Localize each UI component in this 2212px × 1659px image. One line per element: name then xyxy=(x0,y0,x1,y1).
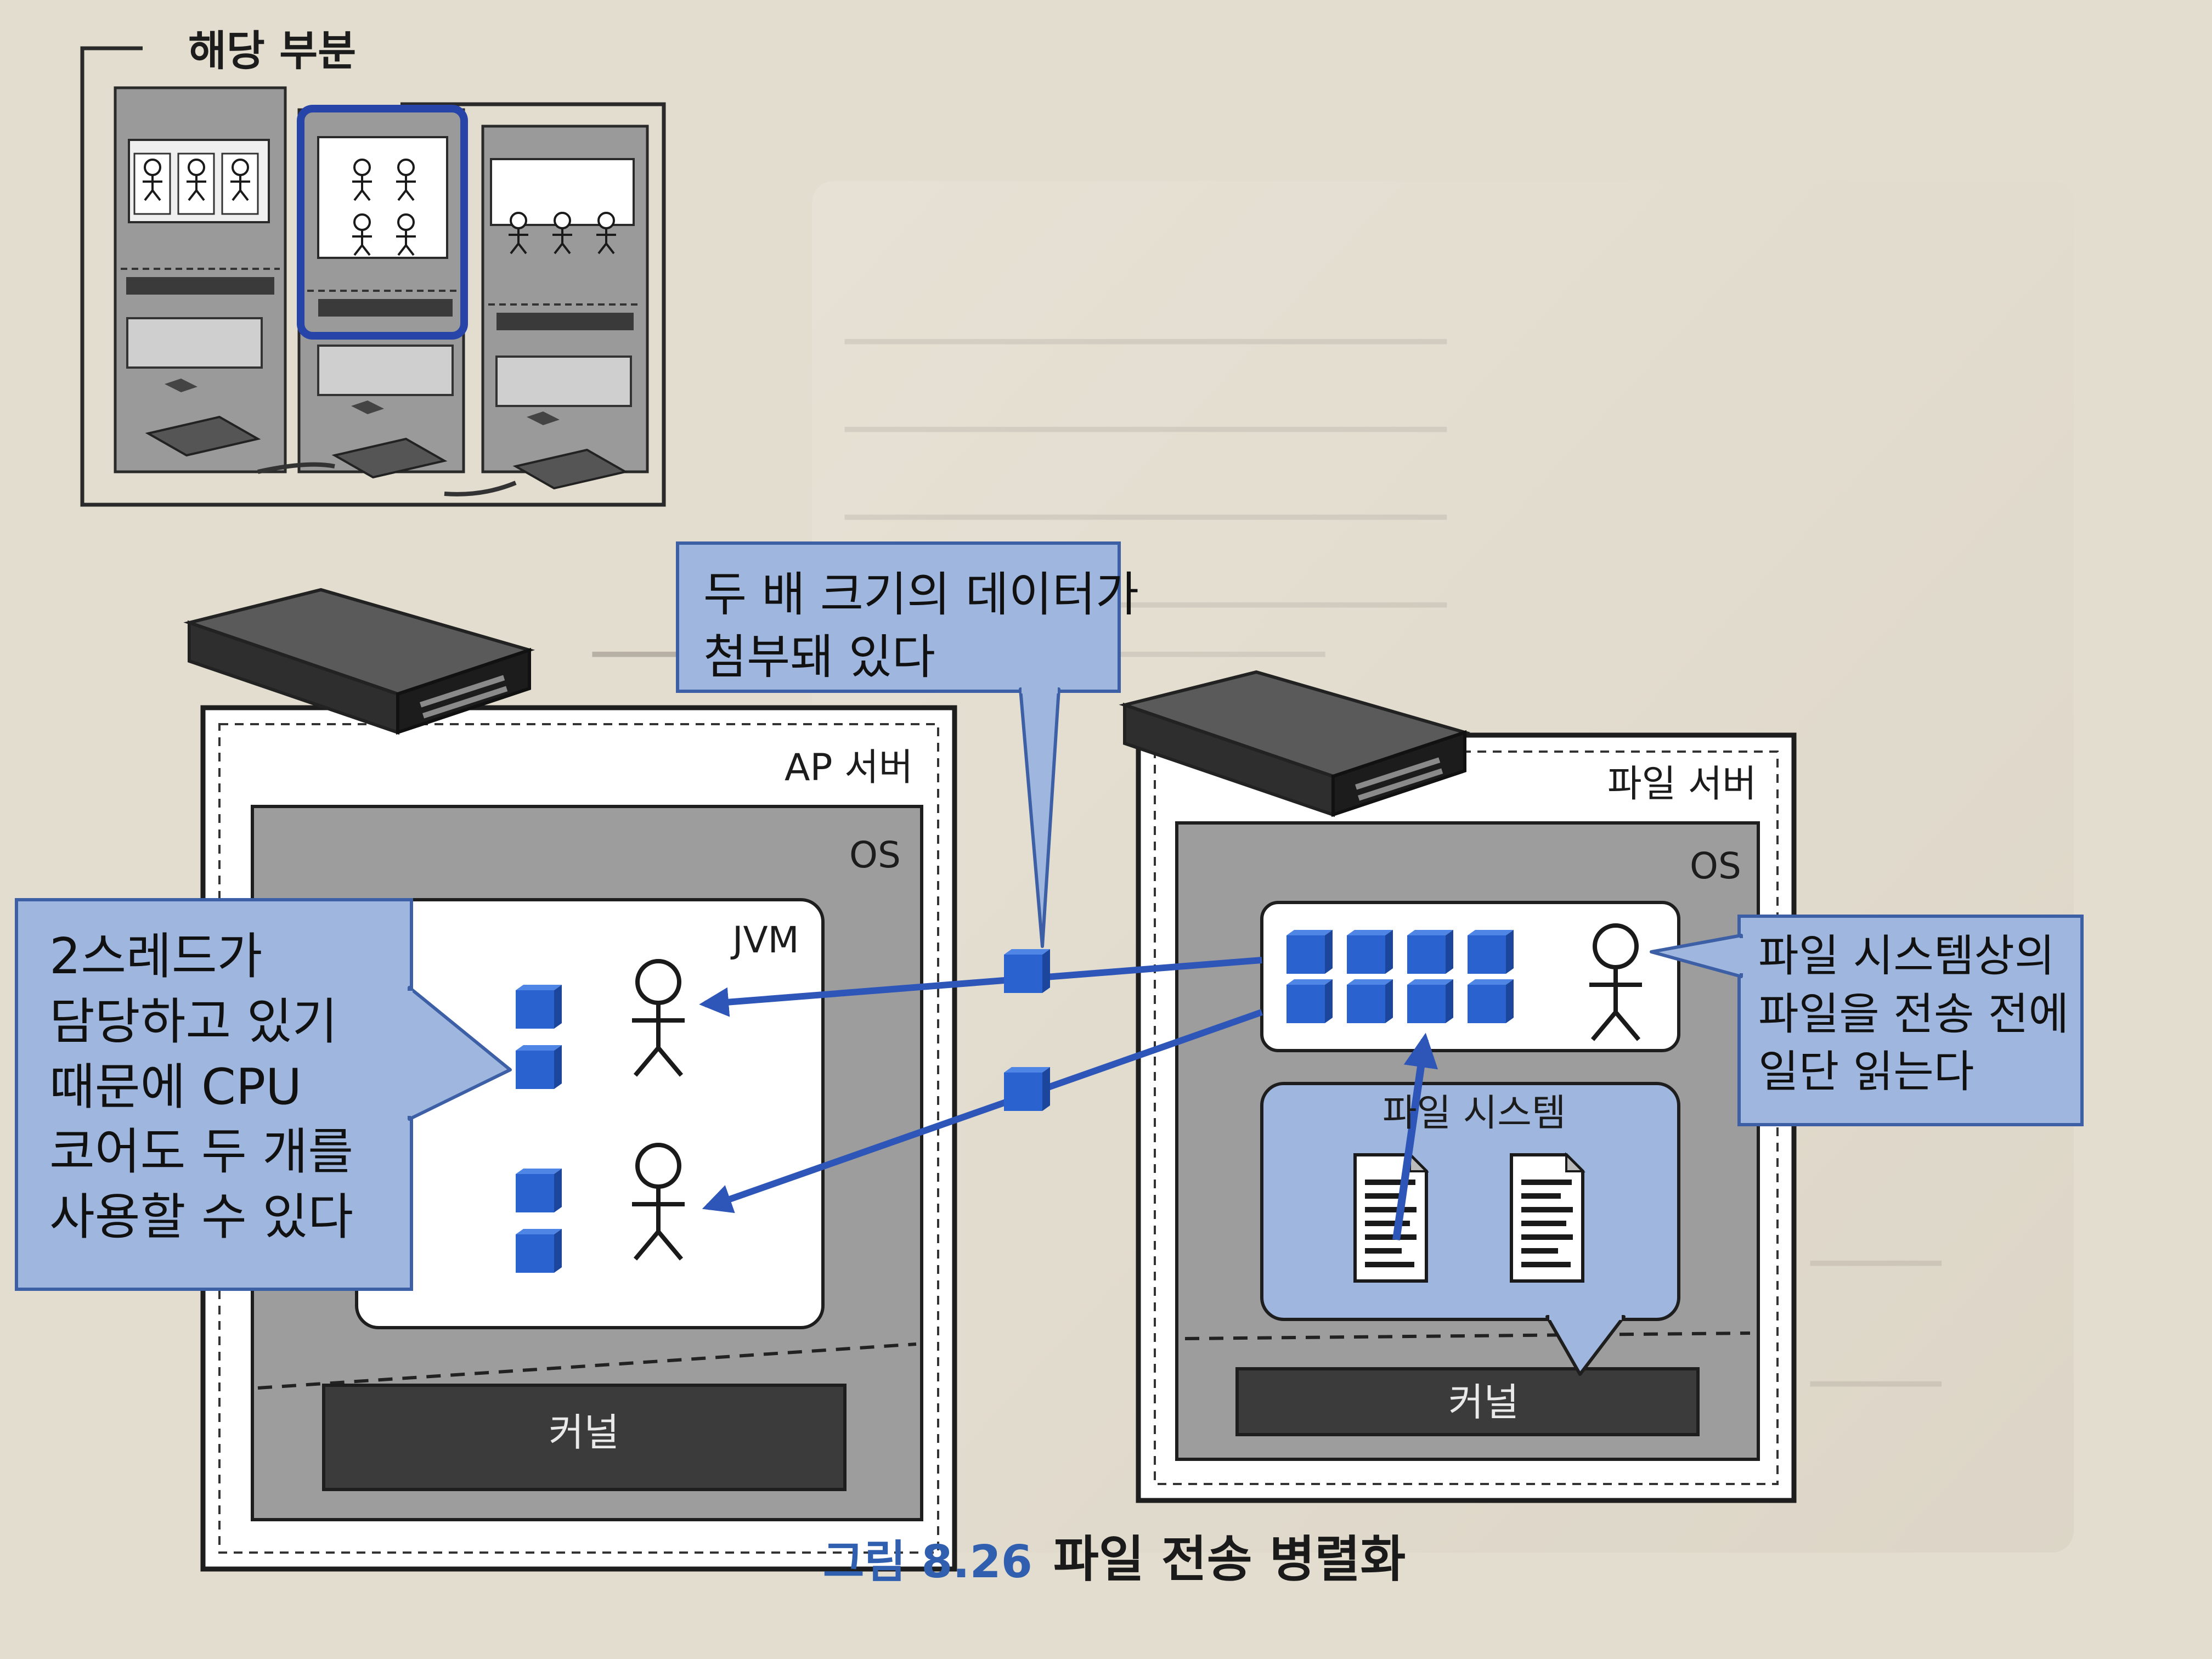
file-server-diagram xyxy=(1136,732,1797,1503)
right-callout-text: 파일 시스템상의 파일을 전송 전에 일단 읽는다 xyxy=(1758,930,2069,1098)
figure-caption: 파일 전송 병렬화 xyxy=(1053,1531,1406,1588)
figure-number: 그림 8.26 xyxy=(823,1536,1032,1588)
inset-diagram xyxy=(80,46,666,507)
left-callout-text: 2스레드가 담당하고 있기 때문에 CPU 코어도 두 개를 사용할 수 있다 xyxy=(49,928,354,1246)
file-server-kernel-label: 커널 xyxy=(1448,1380,1519,1425)
file-server-title: 파일 서버 xyxy=(1607,763,1757,806)
right-callout-shape xyxy=(1650,915,2084,1126)
ap-server-kernel-label: 커널 xyxy=(549,1410,619,1455)
filesystem-label: 파일 시스템 xyxy=(1383,1092,1566,1135)
top-callout-text: 두 배 크기의 데이터가 첨부돼 있다 xyxy=(703,567,1139,685)
file-server-os-label: OS xyxy=(1690,845,1741,887)
ap-server-title: AP 서버 xyxy=(785,746,913,789)
jvm-label: JVM xyxy=(732,919,799,961)
left-callout-shape xyxy=(15,898,512,1291)
inset-title: 해당 부분 xyxy=(178,26,366,76)
top-callout-shape xyxy=(676,541,1121,948)
ap-server-os-label: OS xyxy=(849,834,901,876)
transfer-arrows xyxy=(699,949,1263,1214)
